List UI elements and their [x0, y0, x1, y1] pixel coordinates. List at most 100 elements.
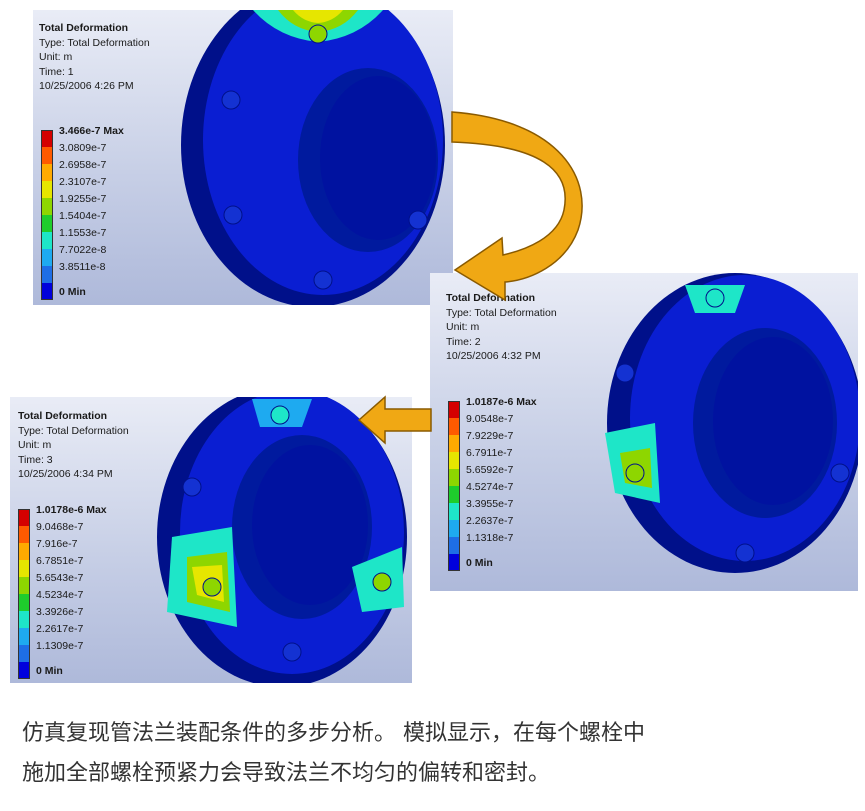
legend-row: 2.2617e-7: [18, 623, 107, 645]
legend-row: 5.6592e-7: [448, 464, 537, 486]
legend-label: 1.0178e-6 Max: [36, 503, 107, 516]
legend-label: 5.6543e-7: [36, 571, 84, 584]
legend-label: 1.9255e-7: [59, 192, 107, 205]
flange-model: [605, 273, 858, 573]
legend-label: 0 Min: [59, 285, 86, 298]
legend-label: 3.0809e-7: [59, 141, 107, 154]
result-unit: Unit: m: [39, 51, 73, 63]
legend-row: 1.1553e-7: [41, 227, 124, 249]
legend-row: 7.916e-7: [18, 538, 107, 560]
result-title: Total Deformation: [18, 410, 108, 422]
result-time: Time: 3: [18, 453, 53, 466]
legend-swatch: [448, 503, 460, 520]
legend-row: 1.0187e-6 Max: [448, 396, 537, 418]
panel-info: Total Deformation Type: Total Deformatio…: [18, 409, 129, 482]
flange-model: [181, 10, 445, 305]
legend-label: 5.6592e-7: [466, 463, 514, 476]
legend-row: 2.6958e-7: [41, 159, 124, 181]
legend-swatch: [448, 520, 460, 537]
legend-row: 2.3107e-7: [41, 176, 124, 198]
legend-label: 2.2637e-7: [466, 514, 514, 527]
caption: 仿真复现管法兰装配条件的多步分析。 模拟显示，在每个螺栓中 施加全部螺栓预紧力会…: [22, 714, 852, 794]
legend-swatch: [448, 401, 460, 418]
legend-swatch: [41, 215, 53, 232]
panel-info: Total Deformation Type: Total Deformatio…: [39, 21, 150, 94]
legend-label: 0 Min: [36, 664, 63, 677]
result-type: Type: Total Deformation: [446, 306, 557, 319]
legend-row: 4.5274e-7: [448, 481, 537, 503]
legend-label: 3.3926e-7: [36, 605, 84, 618]
result-time: Time: 1: [39, 65, 74, 78]
legend-swatch: [18, 611, 30, 628]
legend-row: 3.3926e-7: [18, 606, 107, 628]
legend-swatch: [41, 147, 53, 164]
legend-swatch: [18, 577, 30, 594]
legend-swatch: [448, 435, 460, 452]
flange-model: [157, 397, 407, 683]
legend-label: 6.7851e-7: [36, 554, 84, 567]
legend-label: 9.0468e-7: [36, 520, 84, 533]
curved-arrow-icon: [451, 111, 583, 302]
legend-swatch: [448, 452, 460, 469]
legend-row: 5.6543e-7: [18, 572, 107, 594]
legend-label: 7.7022e-8: [59, 243, 107, 256]
legend-row: 3.466e-7 Max: [41, 125, 124, 147]
legend-swatch: [448, 486, 460, 503]
left-arrow-icon: [357, 395, 432, 445]
legend-row: 3.3955e-7: [448, 498, 537, 520]
legend-swatch: [18, 560, 30, 577]
legend-swatch: [18, 543, 30, 560]
result-date: 10/25/2006 4:26 PM: [39, 80, 134, 92]
legend-swatch: [41, 249, 53, 266]
legend-swatch: [448, 469, 460, 486]
legend-row: 0 Min: [41, 283, 124, 300]
legend-swatch: [41, 181, 53, 198]
legend-row: 0 Min: [448, 554, 537, 571]
legend-label: 3.8511e-8: [59, 260, 106, 273]
result-panel-time-1: Total Deformation Type: Total Deformatio…: [33, 10, 453, 305]
legend-label: 7.9229e-7: [466, 429, 514, 442]
legend-swatch: [41, 198, 53, 215]
legend-label: 1.1309e-7: [36, 639, 84, 652]
legend-row: 2.2637e-7: [448, 515, 537, 537]
legend-label: 1.1553e-7: [59, 226, 107, 239]
legend-row: 3.0809e-7: [41, 142, 124, 164]
legend-swatch: [41, 266, 53, 283]
result-title: Total Deformation: [446, 292, 536, 304]
legend-swatch: [18, 594, 30, 611]
legend-swatch: [18, 526, 30, 543]
legend-label: 2.3107e-7: [59, 175, 107, 188]
result-type: Type: Total Deformation: [39, 36, 150, 49]
legend-row: 1.1318e-7: [448, 532, 537, 554]
legend-swatch: [18, 662, 30, 679]
legend-swatch: [41, 232, 53, 249]
legend-row: 9.0548e-7: [448, 413, 537, 435]
legend-swatch: [448, 418, 460, 435]
legend-swatch: [41, 164, 53, 181]
result-time: Time: 2: [446, 335, 481, 348]
legend-label: 4.5274e-7: [466, 480, 514, 493]
legend-label: 1.5404e-7: [59, 209, 107, 222]
legend-row: 3.8511e-8: [41, 261, 124, 283]
caption-line-2: 施加全部螺栓预紧力会导致法兰不均匀的偏转和密封。: [22, 761, 551, 786]
legend-row: 1.0178e-6 Max: [18, 504, 107, 526]
legend-label: 2.6958e-7: [59, 158, 107, 171]
result-unit: Unit: m: [18, 439, 52, 451]
legend-row: 4.5234e-7: [18, 589, 107, 611]
legend-row: 1.9255e-7: [41, 193, 124, 215]
legend-label: 2.2617e-7: [36, 622, 84, 635]
legend-row: 1.1309e-7: [18, 640, 107, 662]
legend-swatch: [448, 537, 460, 554]
legend-label: 9.0548e-7: [466, 412, 514, 425]
legend-row: 9.0468e-7: [18, 521, 107, 543]
result-title: Total Deformation: [39, 22, 129, 34]
legend-label: 6.7911e-7: [466, 446, 513, 459]
legend-swatch: [18, 628, 30, 645]
result-date: 10/25/2006 4:32 PM: [446, 350, 541, 362]
legend-row: 0 Min: [18, 662, 107, 679]
result-panel-time-3: Total Deformation Type: Total Deformatio…: [10, 397, 412, 683]
legend-label: 1.1318e-7: [466, 531, 514, 544]
